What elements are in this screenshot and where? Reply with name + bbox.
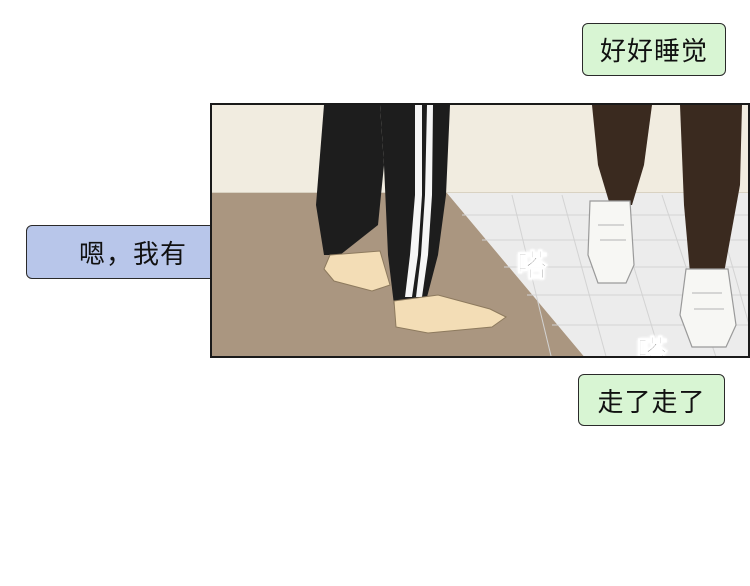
comic-panel: 嗒 嗒 [210, 103, 750, 358]
dialogue-text-top: 好好睡觉 [599, 37, 708, 67]
sound-effect-2: 嗒 [637, 335, 668, 358]
panel-illustration [212, 105, 748, 356]
person-left-legs [316, 105, 507, 334]
dialogue-text-left: 嗯，我有 [78, 239, 187, 270]
person-right-legs [587, 105, 742, 348]
dialogue-bubble-bottom: 走了走了 [578, 374, 725, 426]
dialogue-bubble-top: 好好睡觉 [582, 23, 726, 76]
dialogue-text-bottom: 走了走了 [597, 387, 706, 418]
dialogue-bubble-left: 嗯，我有 [26, 225, 240, 279]
sound-effect-1: 嗒 [517, 249, 548, 285]
